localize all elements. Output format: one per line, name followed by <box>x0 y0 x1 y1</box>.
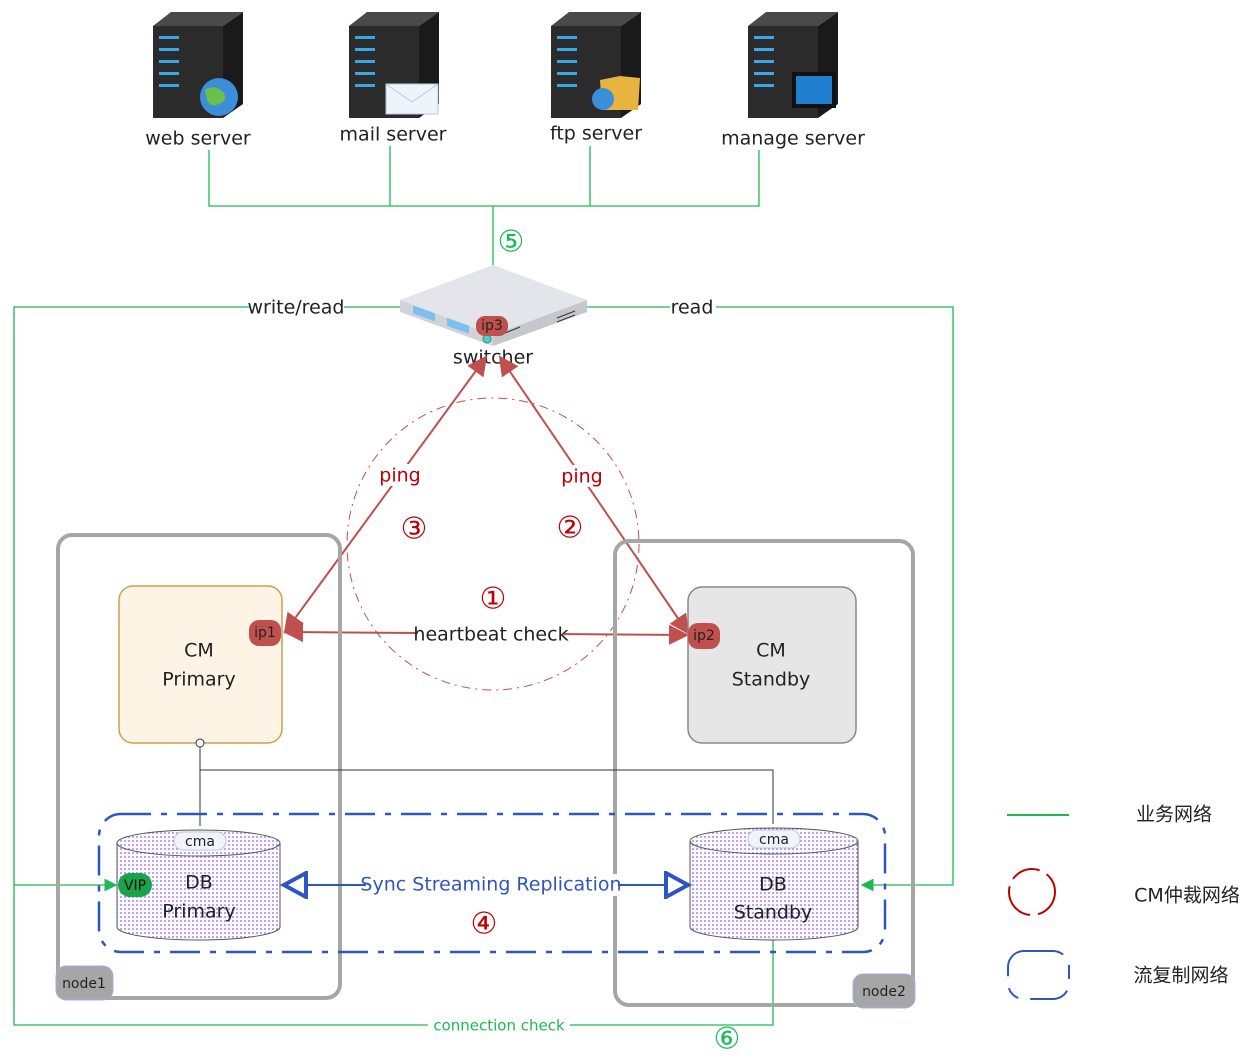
marker-4: ④ <box>471 907 498 942</box>
vip-label: VIP <box>124 878 146 894</box>
db-primary[interactable]: cma DB Primary <box>116 829 281 941</box>
marker-6: ⑥ <box>714 1022 741 1057</box>
legend-arbitration-label: CM仲裁网络 <box>1134 885 1240 907</box>
ip2-badge <box>688 623 720 649</box>
cm-primary[interactable]: CM Primary <box>118 585 283 744</box>
switch-label: switcher <box>453 347 533 369</box>
mail-server[interactable]: mail server <box>340 12 447 146</box>
vip-badge <box>118 873 152 897</box>
ping-left-label: ping <box>379 465 420 487</box>
heartbeat-label: heartbeat check <box>413 624 568 646</box>
ip2-label: ip2 <box>693 628 715 644</box>
legend-replication-label: 流复制网络 <box>1133 965 1228 987</box>
replication-network-box <box>97 812 887 954</box>
monitor-icon <box>792 72 836 108</box>
web-server-label: web server <box>145 128 251 150</box>
sync-label: Sync Streaming Replication <box>360 874 621 896</box>
manage-server-label: manage server <box>721 128 865 150</box>
ip3-label: ip3 <box>481 318 503 334</box>
db-primary-line2: Primary <box>162 901 235 923</box>
web-server[interactable]: web server <box>145 12 251 150</box>
ftp-server[interactable]: ftp server <box>550 12 642 145</box>
marker-1: ① <box>480 582 507 617</box>
business-network-lines <box>13 146 954 1026</box>
node1-label: node1 <box>62 976 106 992</box>
write-read-label: write/read <box>248 297 345 319</box>
cm-standby-line1: CM <box>756 640 786 662</box>
ping-line-left <box>283 355 488 634</box>
manage-server[interactable]: manage server <box>721 12 865 150</box>
ip3-badge <box>476 316 508 336</box>
db-standby[interactable]: cma DB Standby <box>689 827 859 941</box>
folder-icon <box>592 76 640 110</box>
legend: 业务网络 CM仲裁网络 流复制网络 <box>1007 804 1240 1000</box>
db-standby-line2: Standby <box>734 902 813 924</box>
switch[interactable]: ip3 switcher <box>400 265 587 369</box>
ftp-server-label: ftp server <box>550 123 642 145</box>
marker-2: ② <box>557 511 584 546</box>
db-primary-line1: DB <box>185 872 213 894</box>
ip1-badge <box>249 620 281 646</box>
legend-arbitration-swatch <box>1008 868 1056 916</box>
ping-right-label: ping <box>561 466 602 488</box>
node2-label: node2 <box>862 984 906 1000</box>
marker-5: ⑤ <box>498 225 525 260</box>
ping-line-right <box>498 355 690 635</box>
connection-check-label: connection check <box>433 1017 565 1035</box>
mail-server-label: mail server <box>340 124 447 146</box>
marker-3: ③ <box>401 512 428 547</box>
legend-replication-swatch <box>1007 950 1070 1000</box>
envelope-icon <box>385 83 439 115</box>
cm-primary-line1: CM <box>184 640 214 662</box>
ip1-label: ip1 <box>254 625 276 641</box>
cm-standby[interactable]: CM Standby <box>687 586 857 744</box>
legend-business-label: 业务网络 <box>1136 804 1212 826</box>
cma-standby-label: cma <box>759 832 789 848</box>
read-label: read <box>671 297 714 319</box>
globe-icon <box>200 78 238 116</box>
cm-primary-line2: Primary <box>162 669 235 691</box>
cma-primary-label: cma <box>185 834 215 850</box>
db-standby-line1: DB <box>759 874 787 896</box>
arbitration-network-circle <box>346 397 640 691</box>
node1: node1 <box>55 533 342 1001</box>
node2: node2 <box>613 539 916 1009</box>
cm-standby-line2: Standby <box>732 669 811 691</box>
